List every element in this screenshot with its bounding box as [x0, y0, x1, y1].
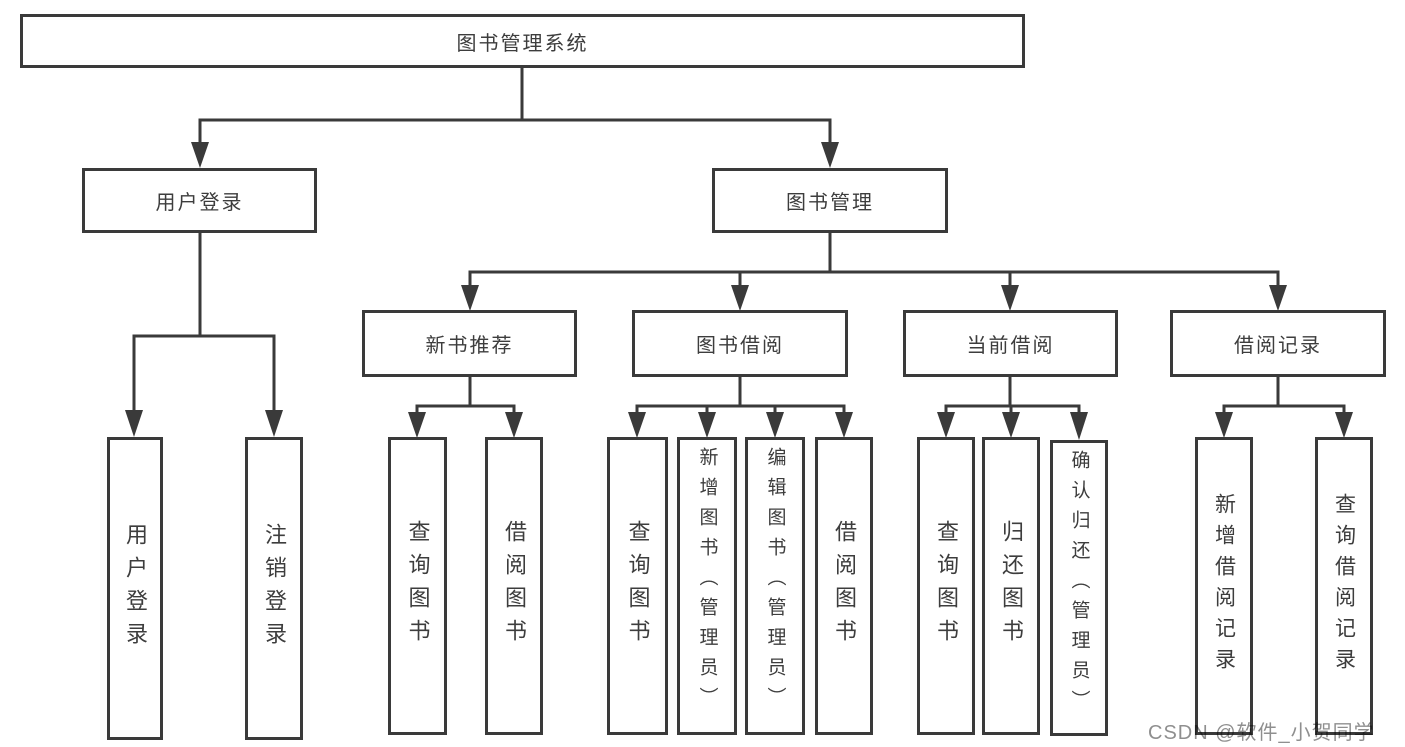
node-root-label: 图书管理系统 — [456, 32, 589, 55]
connector-user-login-to-leaves — [125, 233, 283, 437]
node-book-borrow-label: 图书借阅 — [696, 335, 784, 357]
leaf-confirm-return-admin-label: 确认归还（管理员） — [1068, 450, 1090, 720]
connector-borrow-records-to-leaves — [1215, 377, 1353, 438]
branch-user-login-label: 用户登录 — [155, 192, 244, 214]
leaf-logout: 注销登录 — [245, 437, 303, 740]
leaf-query-books-current-label: 查询图书 — [934, 520, 959, 652]
leaf-add-book-admin: 新增图书（管理员） — [677, 437, 737, 735]
leaf-query-books-current: 查询图书 — [917, 437, 975, 735]
branch-book-management: 图书管理 — [712, 168, 948, 233]
leaf-edit-book-admin-label: 编辑图书（管理员） — [764, 447, 786, 717]
leaf-query-borrow-record: 查询借阅记录 — [1315, 437, 1373, 735]
node-new-book-recommend: 新书推荐 — [362, 310, 577, 377]
leaf-query-books-recommend-label: 查询图书 — [405, 520, 431, 652]
leaf-user-login-label: 用户登录 — [123, 522, 148, 655]
connector-book-borrow-to-leaves — [628, 377, 853, 438]
node-book-borrow: 图书借阅 — [632, 310, 848, 377]
leaf-query-books-recommend: 查询图书 — [388, 437, 447, 735]
leaf-add-book-admin-label: 新增图书（管理员） — [696, 447, 718, 717]
leaf-logout-label: 注销登录 — [262, 522, 287, 655]
node-new-book-recommend-label: 新书推荐 — [425, 335, 514, 357]
leaf-query-books-borrow-label: 查询图书 — [625, 520, 651, 652]
leaf-return-books: 归还图书 — [982, 437, 1040, 735]
node-root: 图书管理系统 — [20, 14, 1025, 68]
leaf-return-books-label: 归还图书 — [999, 520, 1024, 652]
node-current-borrow: 当前借阅 — [903, 310, 1118, 377]
leaf-borrow-books: 借阅图书 — [815, 437, 873, 735]
leaf-user-login: 用户登录 — [107, 437, 163, 740]
csdn-watermark: CSDN @软件_小贺同学 — [1148, 722, 1375, 744]
leaf-edit-book-admin: 编辑图书（管理员） — [745, 437, 805, 735]
node-borrow-records-label: 借阅记录 — [1234, 335, 1322, 357]
leaf-add-borrow-record: 新增借阅记录 — [1195, 437, 1253, 735]
connector-root-to-level2 — [191, 68, 839, 168]
node-current-borrow-label: 当前借阅 — [966, 335, 1055, 357]
connector-new-book-to-leaves — [408, 377, 523, 438]
leaf-confirm-return-admin: 确认归还（管理员） — [1050, 440, 1108, 736]
branch-book-management-label: 图书管理 — [786, 192, 874, 214]
leaf-borrow-books-label: 借阅图书 — [832, 520, 857, 652]
connector-current-borrow-to-leaves — [937, 377, 1088, 440]
leaf-borrow-books-recommend: 借阅图书 — [485, 437, 543, 735]
leaf-query-books-borrow: 查询图书 — [607, 437, 668, 735]
node-borrow-records: 借阅记录 — [1170, 310, 1386, 377]
leaf-query-borrow-record-label: 查询借阅记录 — [1332, 493, 1356, 679]
connector-book-management-to-level3 — [461, 233, 1287, 311]
leaf-add-borrow-record-label: 新增借阅记录 — [1212, 493, 1236, 679]
branch-user-login: 用户登录 — [82, 168, 317, 233]
leaf-borrow-books-recommend-label: 借阅图书 — [502, 520, 527, 652]
